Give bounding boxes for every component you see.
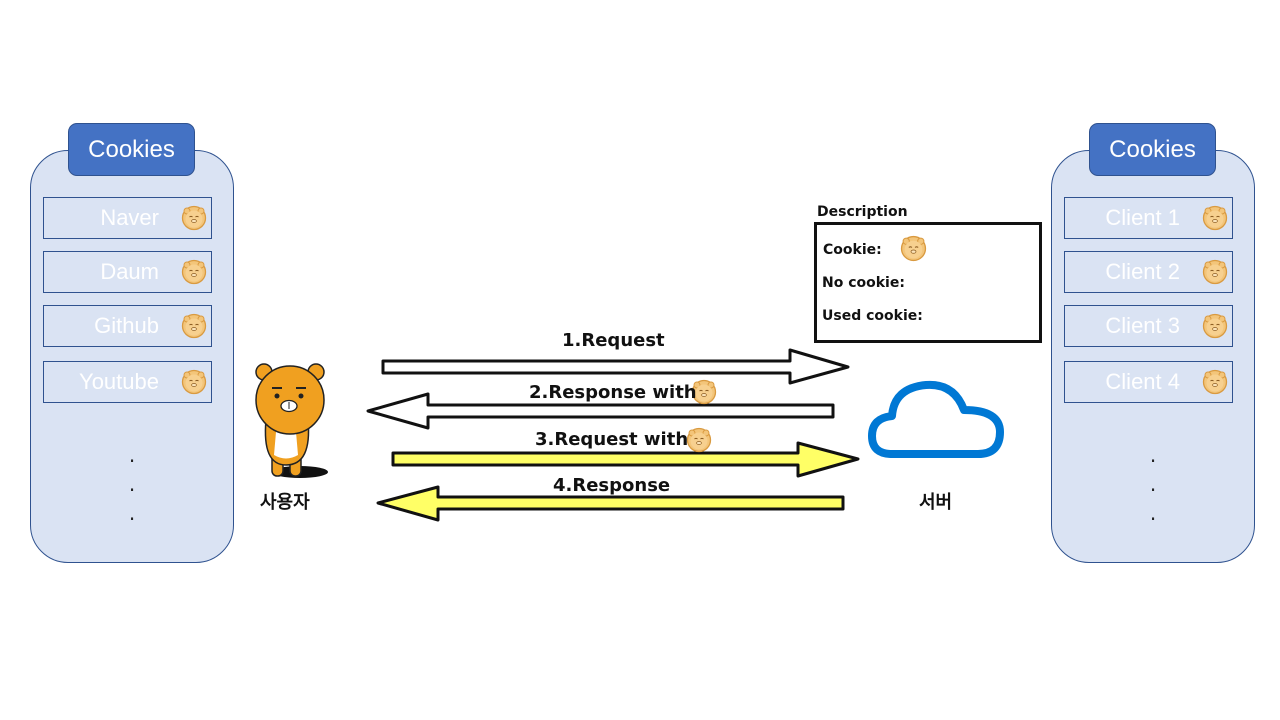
left-panel-title: Cookies — [68, 123, 195, 176]
cookie-face-icon — [686, 427, 712, 453]
right-panel-title: Cookies — [1089, 123, 1216, 176]
lion-character-icon — [255, 363, 328, 478]
cookie-item-github: Github — [43, 305, 212, 347]
cookie-item-client-2: Client 2 — [1064, 251, 1233, 293]
legend-box — [814, 222, 1042, 343]
request-arrow — [381, 348, 850, 385]
request-label: 1.Request — [562, 330, 665, 351]
cookie-item-label: Client 4 — [1105, 369, 1180, 394]
cookie-item-label: Daum — [100, 259, 159, 284]
user-label: 사용자 — [260, 492, 310, 513]
cookie-item-client-4: Client 4 — [1064, 361, 1233, 403]
cookie-item-daum: Daum — [43, 251, 212, 293]
response-with-cookie-arrow — [366, 392, 835, 430]
response-with-label: 2.Response with — [529, 382, 697, 403]
ellipsis-dots: . . . — [128, 443, 136, 525]
right-cookie-panel: Cookies Client 1 Client 2 Client 3 Clien… — [1051, 123, 1255, 563]
cookie-item-label: Client 2 — [1105, 259, 1180, 284]
cookie-item-naver: Naver — [43, 197, 212, 239]
cookie-item-label: Client 3 — [1105, 313, 1180, 338]
cookie-face-icon — [900, 235, 927, 262]
legend-cookie-label: Cookie: — [823, 242, 882, 258]
cookie-item-youtube: Youtube — [43, 361, 212, 403]
cloud-icon — [868, 380, 1004, 458]
response-arrow — [376, 485, 845, 522]
cookie-item-label: Github — [94, 313, 159, 338]
cookie-item-label: Client 1 — [1105, 205, 1180, 230]
legend-no-cookie-label: No cookie: — [822, 275, 905, 291]
cookie-item-label: Naver — [100, 205, 159, 230]
legend-title: Description — [817, 204, 908, 220]
request-with-label: 3.Request with — [535, 429, 689, 450]
legend-used-cookie-label: Used cookie: — [822, 308, 923, 324]
left-cookie-panel: Cookies Naver Daum Github Youtube . . . — [30, 123, 234, 563]
cookie-item-client-1: Client 1 — [1064, 197, 1233, 239]
cookie-item-label: Youtube — [79, 369, 159, 394]
request-with-cookie-arrow — [391, 441, 860, 478]
cookie-item-client-3: Client 3 — [1064, 305, 1233, 347]
ellipsis-dots: . . . — [1149, 443, 1157, 525]
server-label: 서버 — [919, 492, 953, 513]
response-label: 4.Response — [553, 475, 671, 496]
